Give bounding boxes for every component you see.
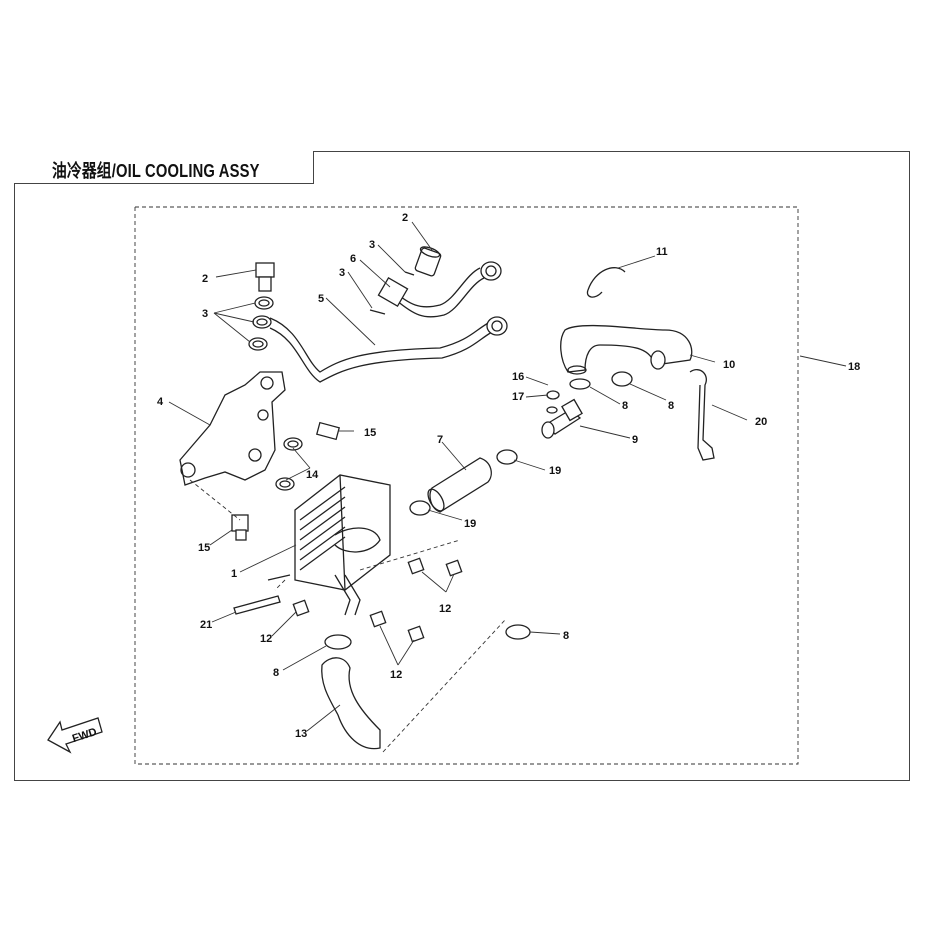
callout-3b: 3 bbox=[369, 239, 375, 251]
upper-hose bbox=[560, 267, 693, 375]
callout-21: 21 bbox=[200, 619, 212, 631]
callout-19a: 19 bbox=[549, 465, 561, 477]
callout-2a: 2 bbox=[202, 273, 208, 285]
callout-14: 14 bbox=[306, 469, 319, 481]
oil-pipe-assembly bbox=[269, 261, 508, 383]
callout-15a: 15 bbox=[364, 427, 376, 439]
hose-middle bbox=[409, 449, 518, 516]
retaining-strap bbox=[233, 574, 291, 615]
cooler-bolts bbox=[292, 557, 463, 643]
callout-8c: 8 bbox=[563, 630, 569, 642]
flange-bolts bbox=[231, 421, 341, 541]
callout-12b: 12 bbox=[260, 633, 272, 645]
callout-8d: 8 bbox=[273, 667, 279, 679]
callout-7: 7 bbox=[437, 434, 443, 446]
callout-3c: 3 bbox=[339, 267, 345, 279]
callout-15b: 15 bbox=[198, 542, 210, 554]
callout-8a: 8 bbox=[622, 400, 628, 412]
sealing-washers bbox=[275, 437, 303, 491]
callout-4: 4 bbox=[157, 396, 164, 408]
callout-10: 10 bbox=[723, 359, 735, 371]
callout-6: 6 bbox=[350, 253, 356, 265]
callout-9: 9 bbox=[632, 434, 638, 446]
callout-19b: 19 bbox=[464, 518, 476, 530]
callout-3a: 3 bbox=[202, 308, 208, 320]
drawing-frame bbox=[14, 151, 910, 781]
callout-5: 5 bbox=[318, 293, 324, 305]
forward-arrow-icon: FWD bbox=[47, 717, 103, 754]
banjo-bolt-left bbox=[248, 262, 275, 351]
callout-2b: 2 bbox=[402, 212, 408, 224]
callout-12a: 12 bbox=[439, 603, 451, 615]
callout-12c: 12 bbox=[390, 669, 402, 681]
callout-18: 18 bbox=[848, 361, 860, 373]
oil-cooler-bracket bbox=[179, 371, 286, 486]
callout-labels: 1 2 2 3 3 3 4 5 6 7 8 8 8 8 9 10 11 12 1… bbox=[157, 212, 860, 740]
callout-17: 17 bbox=[512, 391, 524, 403]
callout-13: 13 bbox=[295, 728, 307, 740]
oil-cooler bbox=[294, 474, 391, 616]
banjo-bolt-top bbox=[369, 246, 442, 315]
t-fitting bbox=[541, 371, 633, 439]
leader-lines bbox=[168, 221, 847, 753]
page-title: 油冷器组/OIL COOLING ASSY bbox=[52, 161, 260, 181]
callout-1: 1 bbox=[231, 568, 237, 580]
assembly-boundary bbox=[134, 206, 799, 765]
lower-hose bbox=[321, 624, 531, 750]
callout-20: 20 bbox=[755, 416, 767, 428]
title-box bbox=[14, 151, 314, 184]
wire-clip bbox=[689, 369, 715, 461]
callout-8b: 8 bbox=[668, 400, 674, 412]
callout-11: 11 bbox=[656, 246, 668, 258]
callout-16: 16 bbox=[512, 371, 524, 383]
